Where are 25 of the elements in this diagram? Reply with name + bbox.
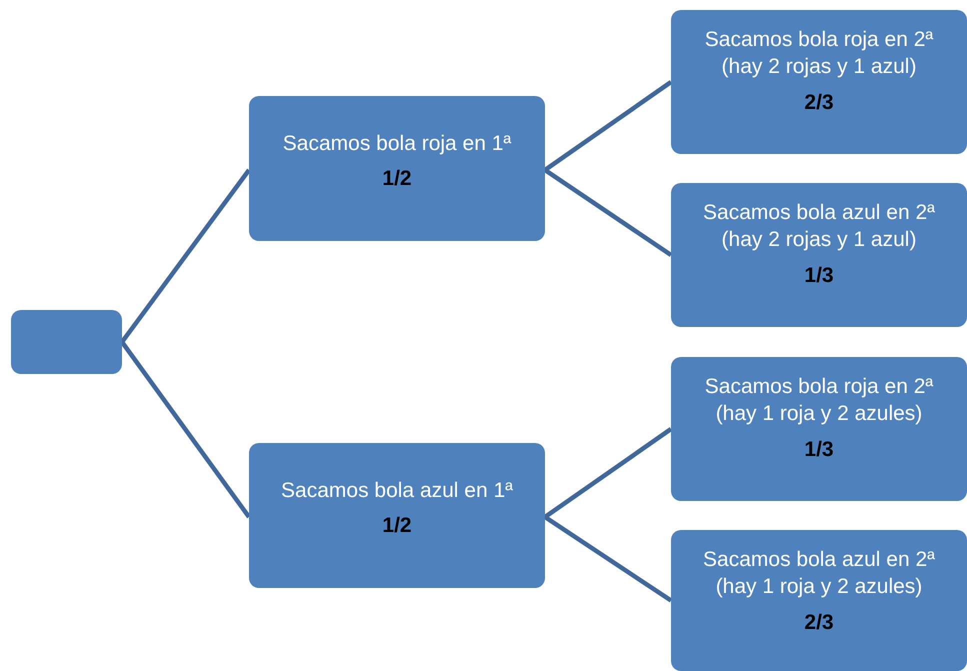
branch-line [544,515,672,602]
probability-value: 1/2 [382,167,412,192]
outcome-box [671,530,967,671]
outcome-text: Sacamos bola roja en 2ª (hay 2 rojas y 1 azul) [704,27,934,80]
branch-line [120,340,251,518]
branch-line [120,168,251,344]
outcome-box [249,443,545,588]
probability-value: 1/3 [804,264,834,288]
branch-line [544,427,672,519]
root-box [11,310,122,374]
outcome-box [671,10,967,154]
probability-value: 1/3 [804,438,834,462]
probability-value: 1/2 [382,514,412,538]
outcome-text: Sacamos bola roja en 1ª [282,131,512,157]
branch-line [544,80,672,172]
outcome-text: Sacamos bola roja en 2ª (hay 1 roja y 2 azules) [704,374,934,428]
probability-value: 2/3 [804,90,834,115]
outcome-box [671,183,967,327]
outcome-box [249,96,545,241]
outcome-text: Sacamos bola azul en 1ª [281,478,513,504]
branch-line [544,168,672,257]
probability-value: 2/3 [804,610,834,635]
outcome-box [671,357,967,501]
outcome-text: Sacamos bola azul en 2ª (hay 1 roja y 2 azules) [702,547,936,600]
outcome-text: Sacamos bola azul en 2ª (hay 2 rojas y 1 azul) [702,200,936,254]
